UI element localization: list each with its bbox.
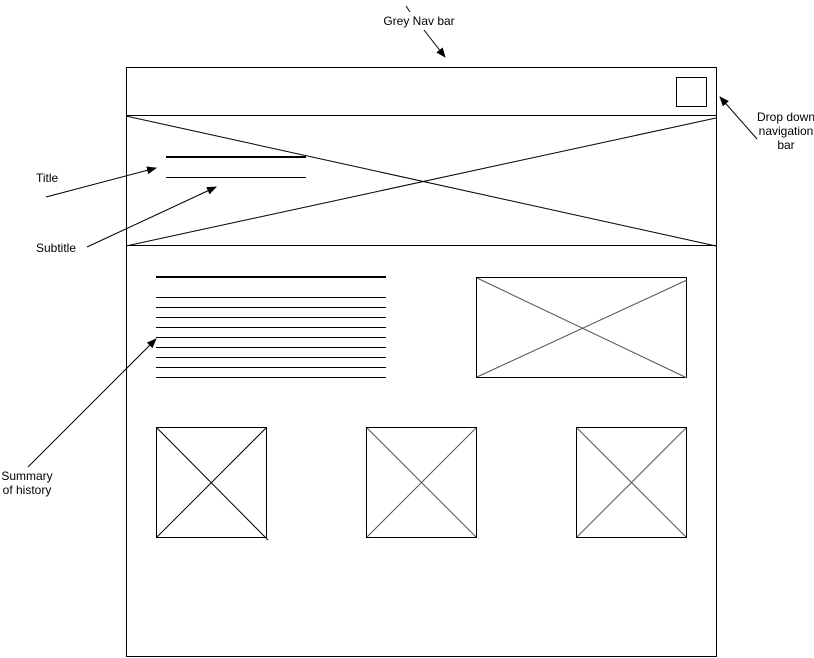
title-label: Title <box>36 171 59 185</box>
image-placeholder-3 <box>576 427 687 538</box>
summary-text-block <box>156 276 386 378</box>
subtitle-arrow <box>86 186 217 248</box>
title-arrow <box>45 166 157 198</box>
dropdown-arrow <box>719 96 758 140</box>
summary-arrow <box>27 338 157 468</box>
feature-image-placeholder <box>476 277 688 379</box>
image-placeholder-1 <box>156 427 269 541</box>
hero-banner-placeholder <box>125 115 717 247</box>
summary-label: Summary of history <box>1 469 53 497</box>
nav-bar-label: Grey Nav bar <box>383 14 455 28</box>
subtitle-label: Subtitle <box>36 241 77 255</box>
image-placeholder-2 <box>366 427 477 538</box>
nav-bar-arrow <box>405 5 446 58</box>
dropdown-label: Drop down navigation bar <box>756 110 814 152</box>
dropdown-nav-button[interactable] <box>676 77 707 107</box>
page-frame <box>126 67 717 657</box>
